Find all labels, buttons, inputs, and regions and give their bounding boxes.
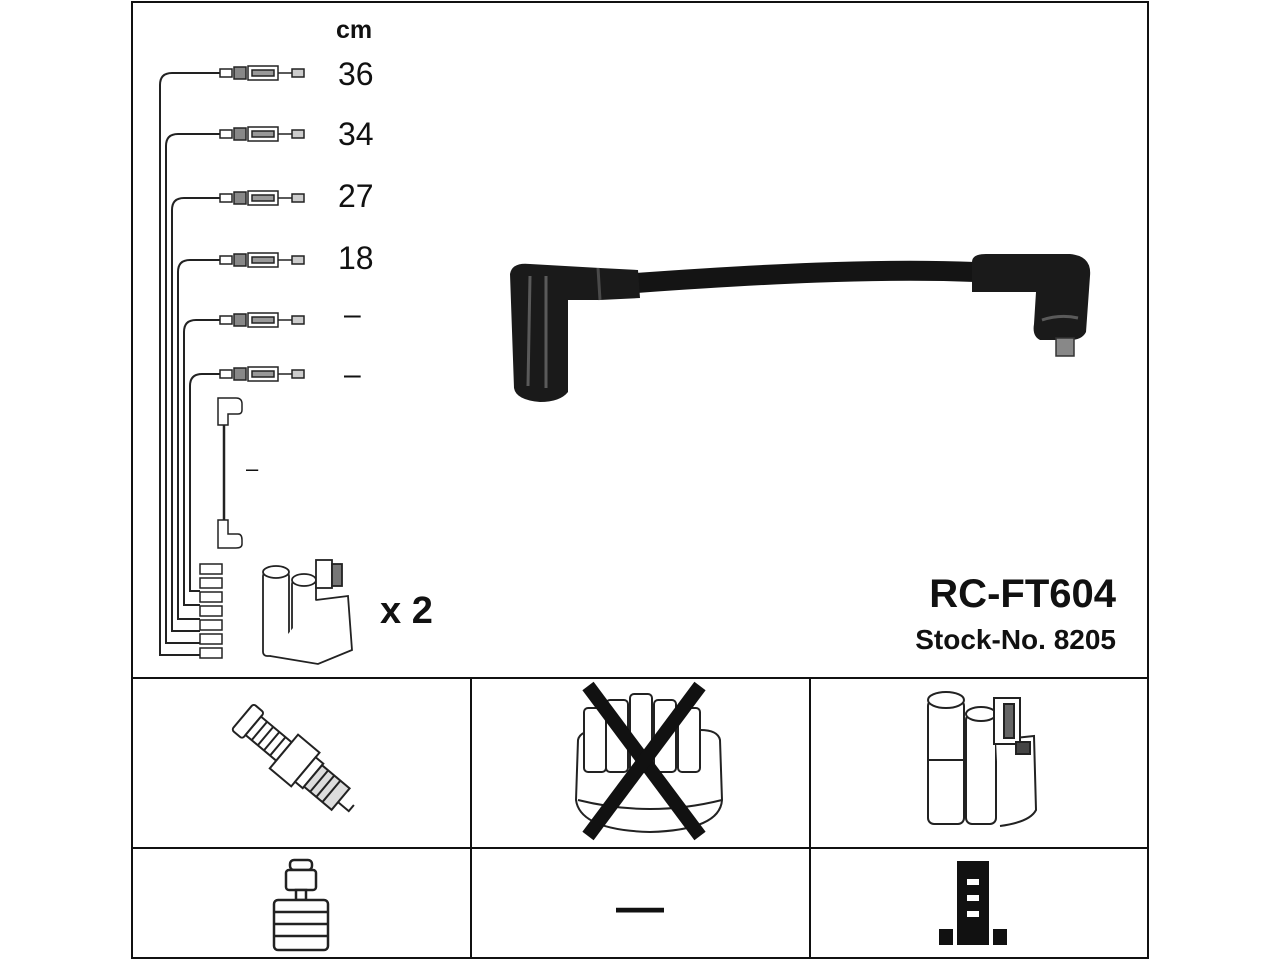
lead-2-connector [219,126,305,142]
lead-cable [626,260,985,293]
lead-2-length: 34 [338,116,374,152]
lead-6-length: – [344,358,361,391]
coil-terminal-stack [199,563,223,659]
lead-4-route [177,259,220,620]
lead-3-connector [219,190,305,206]
lead-7-length: – [246,456,259,481]
coil-quantity: x 2 [380,590,433,632]
lead-6-route [189,373,220,592]
spark-plug-icon [231,703,355,813]
not-included-cross-icon [582,681,706,841]
left-boot [510,263,640,402]
ignition-lead-icon [510,254,1091,402]
lead-4-connector [219,252,305,268]
cap-terminal-not-applicable: — [616,881,664,934]
frame [131,1,1149,959]
lead-6-connector [219,366,305,382]
lead-5-route [183,319,220,606]
lead-connectors [199,65,305,659]
lead-3-length: 27 [338,178,374,214]
length-unit-label: cm [336,16,373,44]
right-boot-terminal [1055,337,1075,357]
lead-5-length: – [344,298,361,331]
ignition-coil-small-icon [262,559,353,665]
cable-schematic [159,72,220,656]
plug-terminal-icon [272,858,330,952]
product-code: RC-FT604 [929,572,1116,616]
lead-4-length: 18 [338,240,374,276]
lead-5-connector [219,312,305,328]
lead-7-connector [217,397,243,549]
ignition-coil-icon [927,691,1038,827]
lead-1-connector [219,65,305,81]
coil-terminal-icon [939,861,1007,945]
lead-3-route [171,197,220,632]
lead-1-length: 36 [338,56,374,92]
stock-number: Stock-No. 8205 [915,624,1116,655]
right-boot [972,254,1091,340]
lead-1-route [159,72,220,656]
lead-2-route [165,133,220,644]
